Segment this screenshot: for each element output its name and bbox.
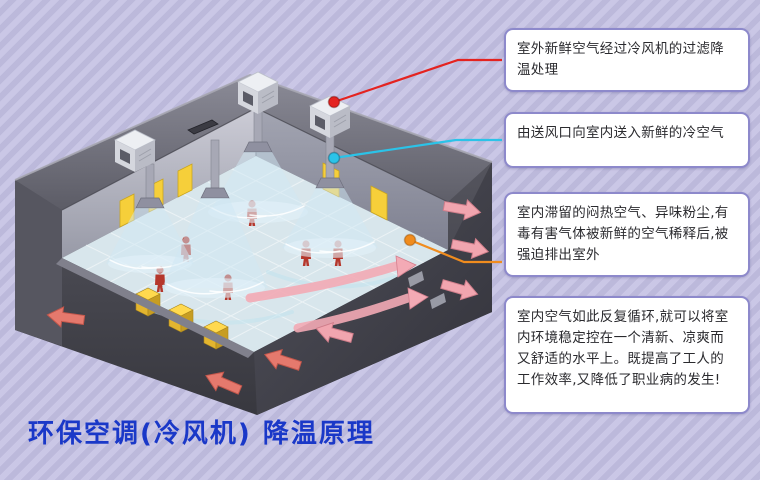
air-diffusers — [106, 107, 378, 298]
exhaust-air-arrow — [263, 348, 303, 371]
callout-box-2: 由送风口向室内送入新鲜的冷空气 — [504, 112, 750, 168]
exhaust-air-arrow — [205, 371, 243, 395]
callout-text-3: 室内滞留的闷热空气、异味粉尘,有毒有害气体被新鲜的空气稀释后,被强迫排出室外 — [517, 205, 729, 263]
roof-grille — [187, 119, 219, 135]
back-right-wall — [256, 108, 448, 250]
exhaust-air-arrow — [315, 321, 354, 343]
front-low-wall-cap — [56, 258, 254, 358]
left-gable-wall — [15, 180, 62, 346]
exhaust-ribbons — [245, 255, 429, 333]
callout-box-3: 室内滞留的闷热空气、异味粉尘,有毒有害气体被新鲜的空气稀释后,被强迫排出室外 — [504, 192, 750, 277]
exhaust-ribbon — [293, 293, 413, 333]
exhaust-ribbon — [245, 261, 401, 303]
wall-louver — [430, 293, 446, 309]
cool-air-flow — [162, 198, 268, 288]
rooftop-cooler-unit — [114, 129, 156, 172]
front-right-wall — [254, 162, 492, 415]
callout-text-2: 由送风口向室内送入新鲜的冷空气 — [517, 125, 724, 141]
page-title: 环保空调(冷风机) 降温原理 — [28, 419, 375, 449]
air-diffuser — [162, 139, 268, 298]
exhaust-air-arrow — [46, 306, 86, 328]
exhaust-air-arrow — [442, 198, 482, 221]
callout-box-1: 室外新鲜空气经过冷风机的过滤降温处理 — [504, 28, 750, 92]
wall-louvers — [408, 271, 446, 309]
rooftop-cooler-unit — [237, 71, 279, 114]
rooftop-cooler-units — [114, 71, 351, 172]
cool-air-flow — [210, 152, 306, 212]
callout-box-4: 室内空气如此反复循环,就可以将室内环境稳定控在一个清新、凉爽而又舒适的水平上。既… — [504, 296, 750, 414]
cooling-principle-illustration — [14, 71, 493, 415]
callout-text-1: 室外新鲜空气经过冷风机的过滤降温处理 — [517, 41, 724, 78]
wall-louver — [408, 271, 424, 287]
cool-air-flow — [282, 188, 378, 248]
exhaust-air-arrow — [440, 279, 479, 301]
callout-text-4: 室内空气如此反复循环,就可以将室内环境稳定控在一个清新、凉爽而又舒适的水平上。既… — [517, 309, 729, 388]
cool-air-flow — [106, 208, 194, 264]
